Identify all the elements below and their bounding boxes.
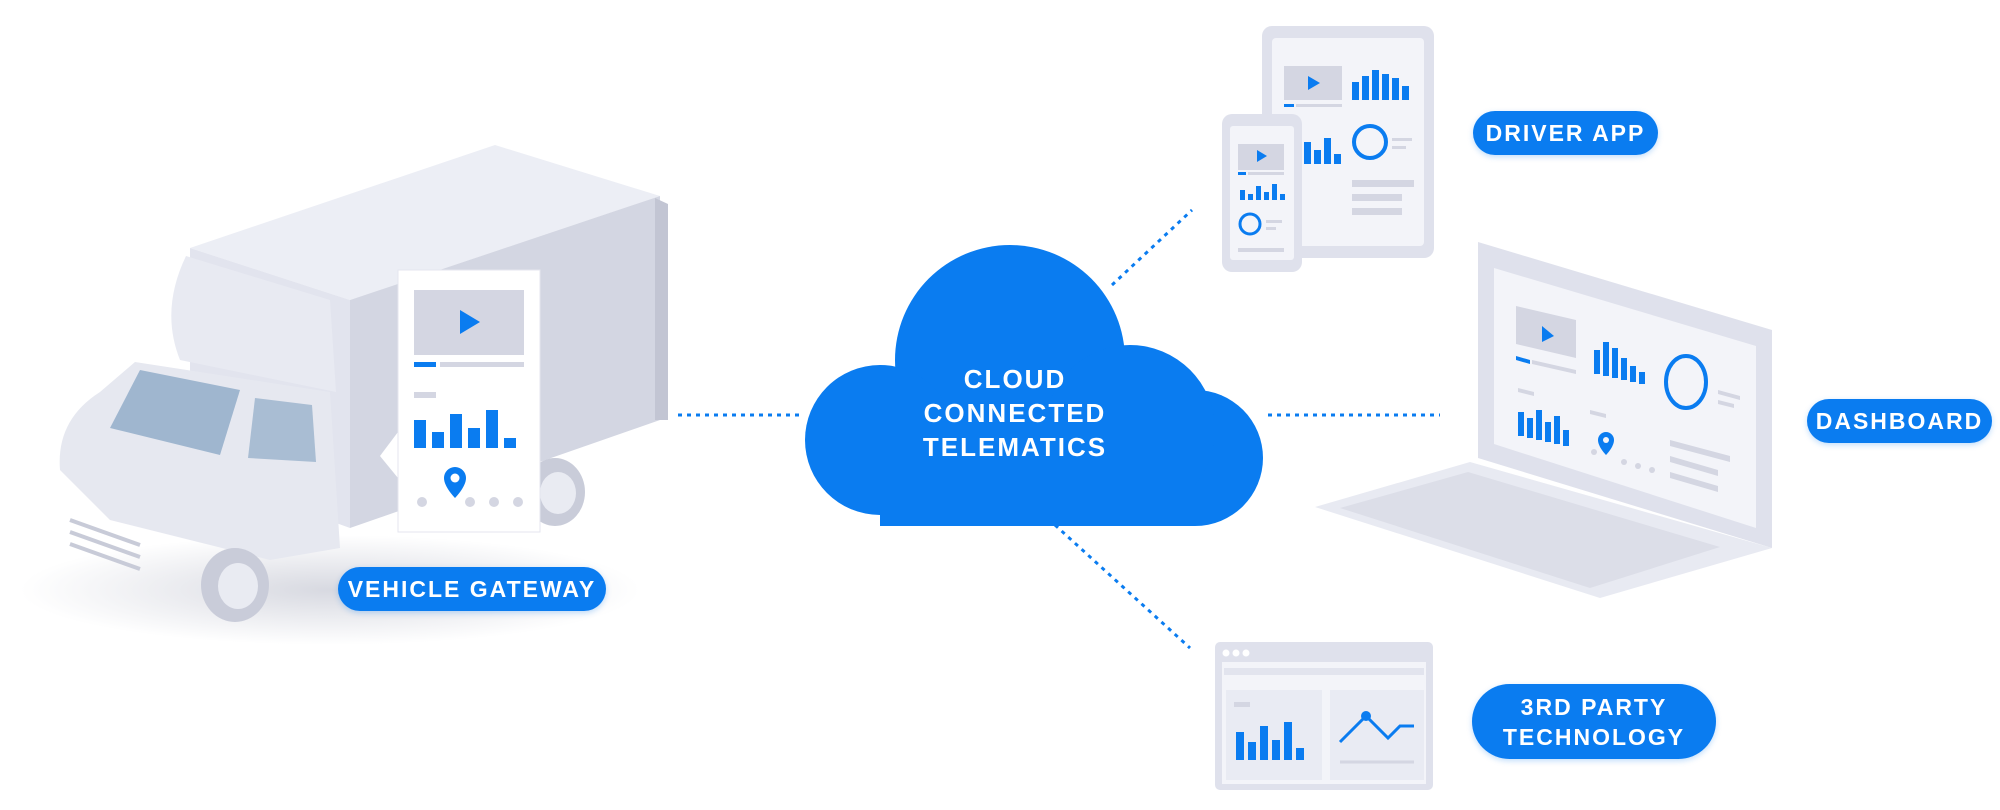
browser-window	[1215, 642, 1433, 790]
laptop-device	[1315, 242, 1772, 598]
grille	[69, 518, 141, 571]
bar-chart-icon	[1594, 342, 1645, 384]
line-chart-panel	[1330, 690, 1424, 780]
bar-chart-icon	[1236, 722, 1304, 760]
donut-icon	[1664, 354, 1708, 410]
bar-chart-icon	[1240, 184, 1285, 200]
bar-chart-icon	[1304, 138, 1341, 164]
side-window	[248, 398, 316, 462]
connector-cloud-third-party	[1053, 523, 1192, 650]
cloud-label-line-3: TELEMATICS	[922, 432, 1108, 462]
cargo-box-rear-edge	[655, 198, 668, 420]
play-icon	[460, 310, 480, 334]
bar-chart-icon	[1352, 70, 1409, 100]
card-placeholder-line	[414, 392, 436, 398]
cloud-label-line-2: CONNECTED	[923, 398, 1107, 428]
line-chart-icon	[1338, 711, 1414, 764]
gateway-device-card	[380, 269, 541, 533]
donut-icon	[1238, 212, 1262, 236]
windshield	[110, 370, 240, 455]
third-party-label: 3RD PARTY TECHNOLOGY	[1472, 684, 1716, 759]
play-icon	[1308, 76, 1320, 90]
progress-track	[440, 362, 524, 367]
dashboard-label-text: DASHBOARD	[1815, 408, 1984, 434]
bar-chart-icon	[1518, 410, 1569, 446]
laptop-keyboard	[1340, 472, 1720, 588]
driver-app-label: DRIVER APP	[1473, 111, 1658, 155]
connector-lines	[678, 208, 1440, 650]
third-party-label-line-1: 3RD PARTY	[1520, 693, 1668, 720]
cab-fairing	[171, 256, 336, 392]
cloud-shape	[805, 245, 1263, 526]
vehicle-gateway-label: VEHICLE GATEWAY	[338, 567, 606, 611]
cloud-label-line-1: CLOUD	[963, 364, 1067, 394]
location-pin-icon	[1598, 432, 1614, 455]
third-party-label-line-2: TECHNOLOGY	[1502, 723, 1686, 750]
truck-shadow	[20, 535, 640, 645]
phone-device	[1222, 114, 1302, 272]
window-controls	[1222, 649, 1250, 657]
vehicle-gateway-label-text: VEHICLE GATEWAY	[347, 576, 597, 602]
page-dots	[417, 497, 523, 507]
bar-chart-icon	[414, 410, 516, 448]
play-icon	[1542, 326, 1554, 342]
dashboard-label: DASHBOARD	[1807, 399, 1992, 443]
tablet-device	[1262, 26, 1434, 258]
cloud-label: CLOUD CONNECTED TELEMATICS	[880, 362, 1150, 464]
front-wheel	[201, 548, 269, 622]
location-pin-icon	[444, 467, 466, 498]
connector-cloud-driver-app	[1110, 208, 1194, 287]
card-pointer	[380, 432, 398, 478]
cargo-box-top	[190, 145, 660, 300]
driver-app-label-text: DRIVER APP	[1485, 120, 1646, 146]
play-icon	[1257, 150, 1267, 162]
progress-fill	[414, 362, 436, 367]
donut-icon	[1352, 124, 1388, 160]
